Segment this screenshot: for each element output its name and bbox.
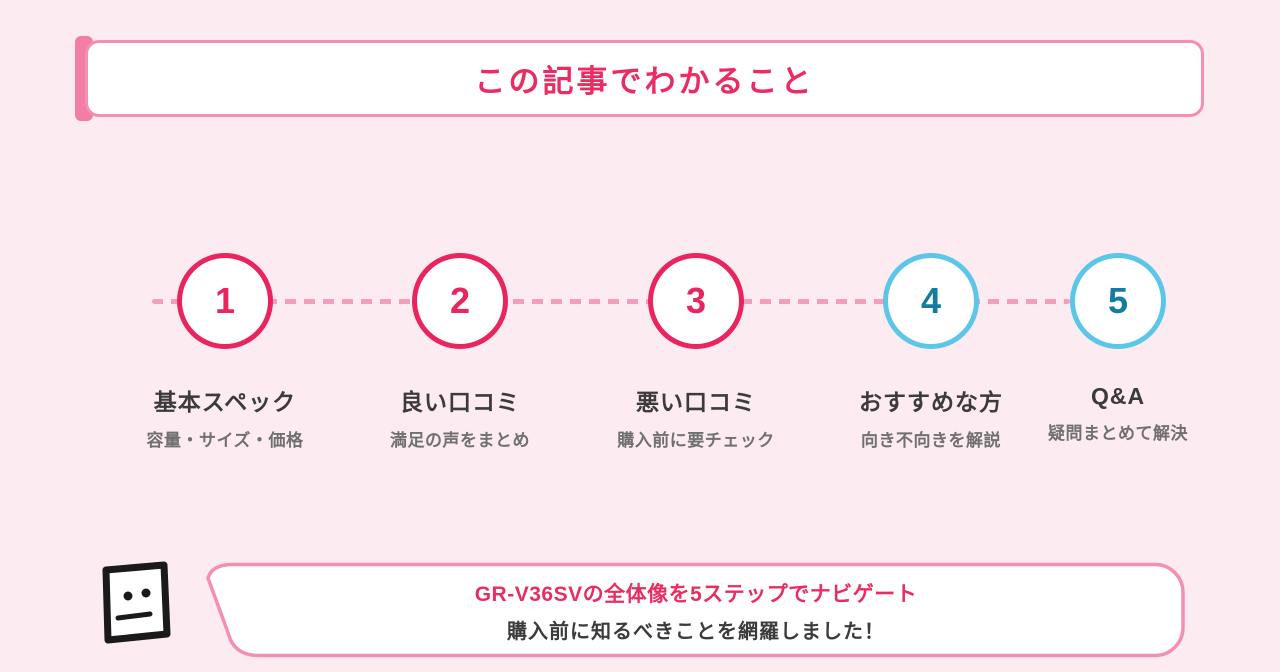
doodle-face-icon [94, 556, 178, 652]
header-banner: この記事でわかること [85, 40, 1204, 117]
step-subtitle: 満足の声をまとめ [390, 431, 530, 450]
callout-headline: GR-V36SVの全体像を5ステップでナビゲート [474, 583, 918, 606]
step-circle-2: 2 [412, 253, 508, 349]
step-title: 良い口コミ [400, 389, 520, 415]
step-subtitle: 向き不向きを解説 [861, 431, 1001, 450]
step-number: 3 [685, 280, 707, 321]
page-title: この記事でわかること [474, 64, 815, 99]
step-circle-4: 4 [883, 253, 979, 349]
step-label-1: 基本スペック 容量・サイズ・価格 [105, 383, 345, 451]
step-circle-5: 5 [1070, 253, 1166, 349]
speech-bubble: GR-V36SVの全体像を5ステップでナビゲート 購入前に知るべきことを網羅しま… [205, 561, 1187, 659]
step-title: Q&A [1090, 383, 1146, 409]
step-label-2: 良い口コミ 満足の声をまとめ [340, 383, 580, 451]
step-circle-1: 1 [177, 253, 273, 349]
step-label-5: Q&A 疑問まとめて解決 [998, 383, 1238, 444]
speech-bubble-outline [206, 562, 1185, 658]
step-subtitle: 購入前に要チェック [617, 431, 775, 450]
step-subtitle: 容量・サイズ・価格 [146, 431, 304, 450]
step-title: 悪い口コミ [636, 389, 756, 415]
step-number: 5 [1107, 280, 1129, 321]
callout-subline: 購入前に知るべきことを網羅しました！ [507, 621, 885, 643]
step-number: 4 [920, 280, 942, 321]
step-label-3: 悪い口コミ 購入前に要チェック [576, 383, 816, 451]
step-title: おすすめな方 [859, 389, 1003, 415]
step-subtitle: 疑問まとめて解決 [1048, 424, 1188, 443]
step-label-4: おすすめな方 向き不向きを解説 [811, 383, 1051, 451]
step-circle-3: 3 [648, 253, 744, 349]
step-number: 1 [214, 280, 236, 321]
step-connector-dashed-line [152, 299, 1070, 304]
step-title: 基本スペック [153, 389, 297, 415]
callout-text: GR-V36SVの全体像を5ステップでナビゲート 購入前に知るべきことを網羅しま… [205, 561, 1187, 659]
step-number: 2 [449, 280, 471, 321]
